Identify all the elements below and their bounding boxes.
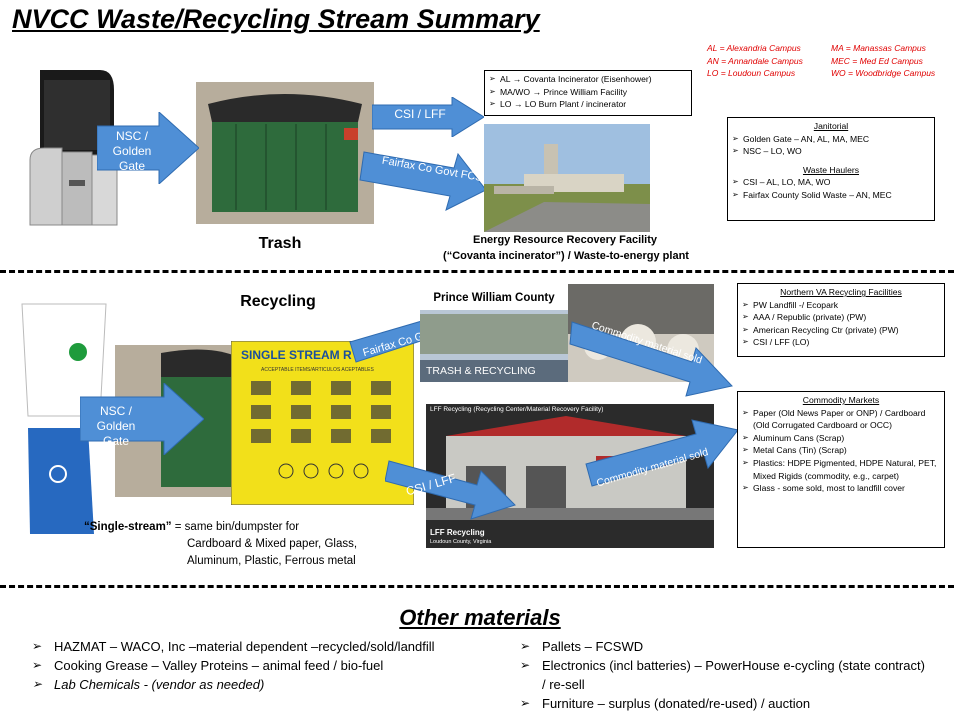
destination-item: LO → LO Burn Plant / incinerator	[489, 98, 687, 111]
covanta-caption-2: (“Covanta incinerator”) / Waste-to-energ…	[443, 250, 689, 262]
legend-item: WO = Woodbridge Campus	[831, 68, 936, 78]
legend-item: LO = Loudoun Campus	[707, 68, 796, 78]
commodity-arrow-2: Commodity material sold	[585, 419, 739, 490]
single-stream-line-3: Aluminum, Plastic, Ferrous metal	[187, 555, 356, 567]
commodity-markets-header: Commodity Markets	[802, 395, 880, 405]
recycling-haul-arrow	[80, 383, 204, 455]
facility-item: PW Landfill -/ Ecopark	[742, 299, 940, 312]
commodity-arrow-1: Commodity material sold	[569, 319, 733, 397]
hauler-item: Fairfax County Solid Waste – AN, MEC	[732, 189, 930, 202]
trash-haul-arrow	[97, 112, 199, 184]
legend-item: MEC = Med Ed Campus	[831, 55, 923, 66]
lff-caption-2: Loudoun County, Virginia	[430, 539, 492, 545]
single-stream-definition: “Single-stream” = same bin/dumpster for …	[84, 519, 404, 570]
lff-caption-1: LFF Recycling	[430, 528, 485, 537]
single-stream-line-2: Cardboard & Mixed paper, Glass,	[187, 538, 358, 550]
covanta-caption-1: Energy Resource Recovery Facility	[472, 234, 658, 246]
northern-va-header: Northern VA Recycling Facilities	[780, 287, 902, 297]
recycling-haul-arrow-label: NSC / Golden Gate	[96, 404, 136, 448]
destination-item: AL → Covanta Incinerator (Eisenhower)	[489, 73, 687, 86]
recycling-label: Recycling	[240, 293, 316, 310]
destination-item: MA/WO → Prince William Facility	[489, 86, 687, 99]
section-divider	[0, 585, 954, 588]
northern-va-facilities-box: Northern VA Recycling Facilities PW Land…	[737, 283, 945, 357]
single-stream-term: “Single-stream”	[84, 521, 172, 533]
facility-item: AAA / Republic (private) (PW)	[742, 311, 940, 324]
janitorial-header: Janitorial	[813, 121, 849, 131]
janitorial-item: NSC – LO, WO	[732, 145, 930, 158]
other-item: Cooking Grease – Valley Proteins – anima…	[32, 656, 502, 675]
poster-subtitle: ACCEPTABLE ITEMS/ARTICULOS ACEPTABLES	[261, 367, 374, 373]
other-materials-left: HAZMAT – WACO, Inc –material dependent –…	[32, 637, 502, 694]
trash-haul-arrow-label: NSC / Golden Gate	[112, 129, 152, 173]
single-stream-def: = same bin/dumpster for	[174, 521, 300, 533]
other-item: Lab Chemicals - (vendor as needed)	[32, 675, 502, 694]
hauler-item: CSI – AL, LO, MA, WO	[732, 176, 930, 189]
other-item: Pallets – FCSWD	[520, 637, 930, 656]
waste-haulers-header: Waste Haulers	[802, 164, 860, 175]
other-materials-title: Other materials	[399, 605, 561, 630]
market-item: Plastics: HDPE Pigmented, HDPE Natural, …	[742, 457, 940, 482]
pw-banner: TRASH & RECYCLING	[420, 360, 568, 382]
trash-destinations-box: AL → Covanta Incinerator (Eisenhower) MA…	[484, 70, 692, 116]
other-item: Furniture – surplus (donated/re-used) / …	[520, 694, 930, 713]
market-item: Metal Cans (Tin) (Scrap)	[742, 444, 940, 457]
recycling-bins-image	[21, 303, 107, 534]
prince-william-title: Prince William County	[420, 286, 568, 310]
market-item: Glass - some sold, most to landfill cove…	[742, 482, 940, 495]
covanta-facility-photo	[484, 124, 650, 232]
csi-lff-arrow-recycling: CSI / LFF	[385, 460, 516, 520]
fairfax-arrow-trash: Fairfax Co Govt FCSWD	[359, 151, 488, 211]
legend-item: MA = Manassas Campus	[831, 43, 926, 53]
lff-header: LFF Recycling (Recycling Center/Material…	[430, 406, 604, 413]
section-divider	[0, 270, 954, 273]
commodity-markets-box: Commodity Markets Paper (Old News Paper …	[737, 391, 945, 548]
page-title: NVCC Waste/Recycling Stream Summary	[12, 4, 540, 34]
legend-item: AL = Alexandria Campus	[707, 43, 801, 53]
poster-title: SINGLE STREAM R	[241, 348, 352, 362]
facility-item: CSI / LFF (LO)	[742, 336, 940, 349]
facility-item: American Recycling Ctr (private) (PW)	[742, 324, 940, 337]
janitorial-item: Golden Gate – AN, AL, MA, MEC	[732, 133, 930, 146]
other-item: HAZMAT – WACO, Inc –material dependent –…	[32, 637, 502, 656]
market-item: Aluminum Cans (Scrap)	[742, 432, 940, 445]
campus-legend: AL = Alexandria Campus MA = Manassas Camp…	[707, 42, 954, 80]
trash-label: Trash	[258, 235, 302, 252]
legend-item: AN = Annandale Campus	[707, 55, 803, 66]
csi-lff-arrow-trash	[372, 97, 484, 137]
csi-lff-arrow-trash-label: CSI / LFF	[394, 107, 446, 121]
other-materials-right: Pallets – FCSWD Electronics (incl batter…	[520, 637, 930, 713]
market-item: Paper (Old News Paper or ONP) / Cardboar…	[742, 407, 940, 432]
other-item: Electronics (incl batteries) – PowerHous…	[520, 656, 930, 694]
dumpster-image	[196, 82, 374, 224]
janitorial-box: Janitorial Golden Gate – AN, AL, MA, MEC…	[727, 117, 935, 221]
single-stream-poster: SINGLE STREAM R ACCEPTABLE ITEMS/ARTICUL…	[231, 341, 414, 505]
prince-william-photo: Prince William County TRASH & RECYCLING	[420, 286, 568, 382]
